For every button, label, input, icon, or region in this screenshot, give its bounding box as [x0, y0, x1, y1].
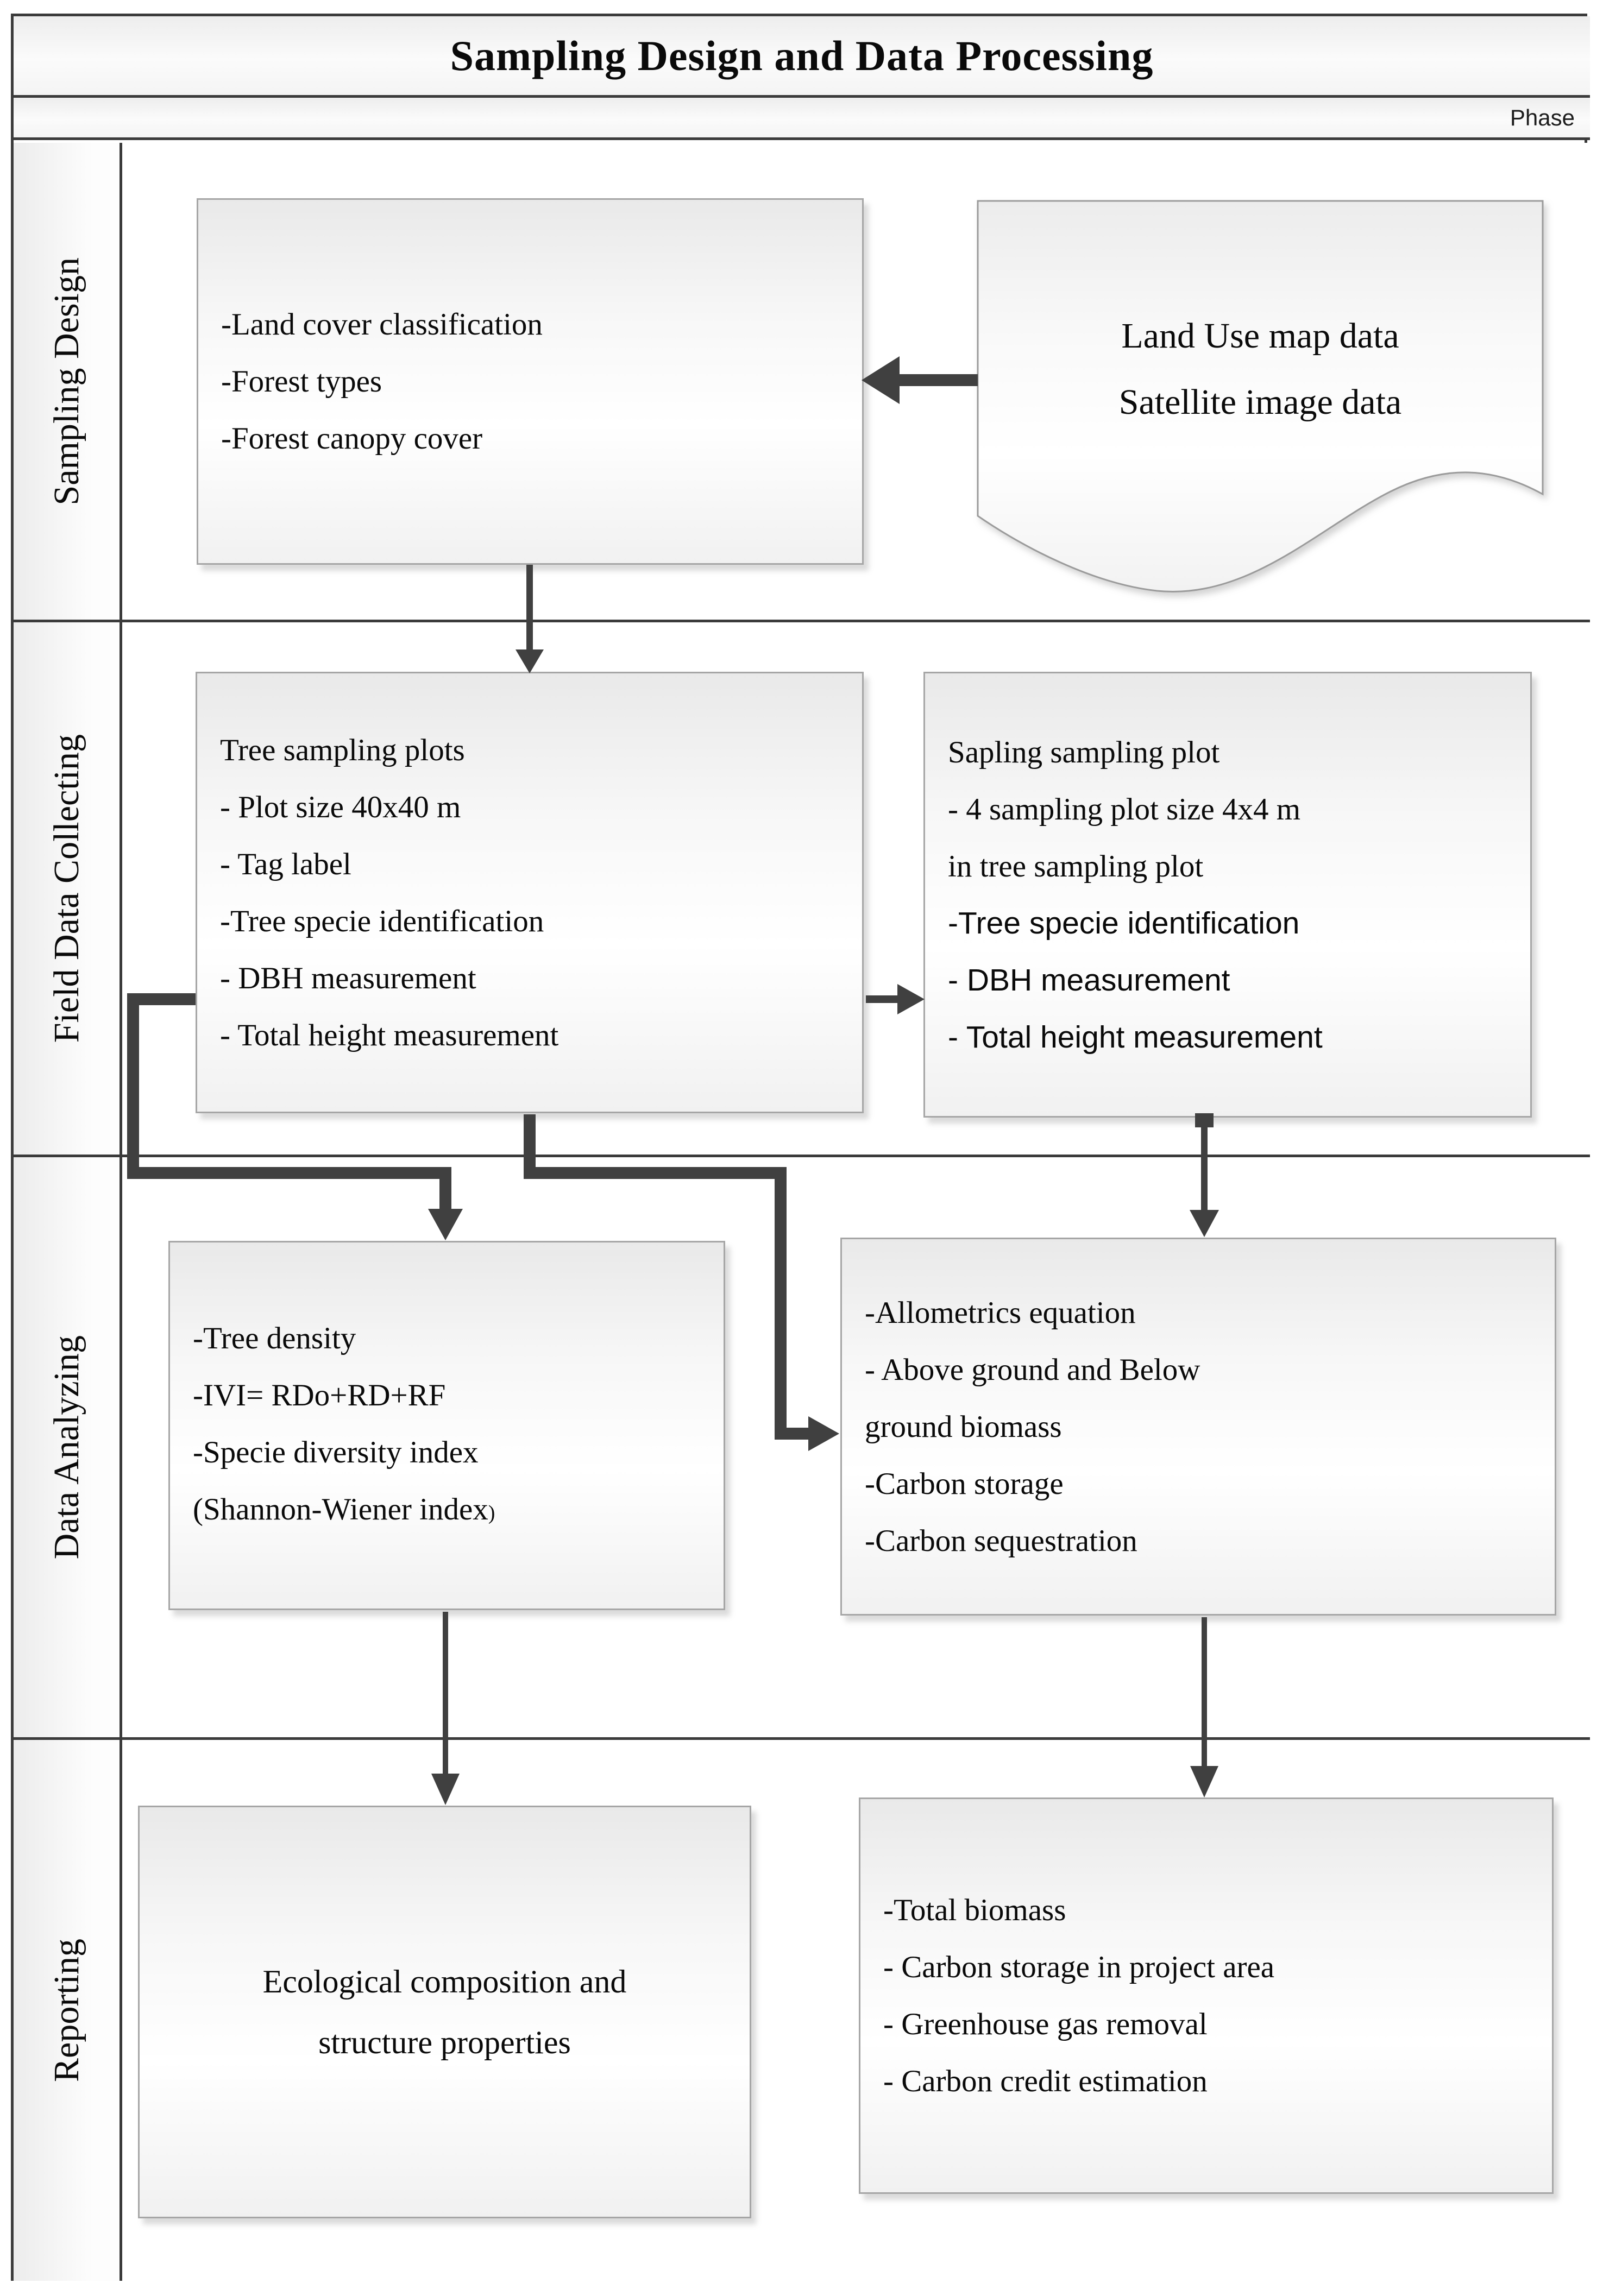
box-line: - Tag label: [220, 847, 351, 881]
box-line-text: (Shannon-Wiener index: [193, 1492, 488, 1527]
box-line: -Specie diversity index: [193, 1435, 479, 1469]
box-line: -Tree specie identification: [220, 904, 544, 938]
box-line: - Plot size 40x40 m: [220, 790, 461, 824]
lane-label-cell: Data Analyzing: [14, 1157, 122, 1737]
lane-label-cell: Reporting: [14, 1740, 122, 2281]
carbon-report-box: -Total biomass - Carbon storage in proje…: [859, 1797, 1554, 2194]
box-line: -Forest types: [221, 364, 382, 399]
box-line: -IVI= RDo+RD+RF: [193, 1378, 446, 1412]
box-line: -Tree specie identification: [948, 905, 1300, 941]
box-line: Tree sampling plots: [220, 733, 465, 767]
box-line: structure properties: [318, 2024, 571, 2060]
box-line: -Carbon storage: [865, 1466, 1064, 1501]
lane-label-data-analyzing: Data Analyzing: [46, 1335, 86, 1560]
phase-label: Phase: [1510, 104, 1575, 130]
box-line: Ecological composition and: [262, 1964, 627, 1999]
lane-label-reporting: Reporting: [46, 1939, 86, 2082]
box-line: - 4 sampling plot size 4x4 m: [948, 792, 1301, 827]
box-line: - DBH measurement: [948, 962, 1230, 998]
phase-band: Phase: [14, 98, 1590, 140]
carbon-analysis-box: -Allometrics equation - Above ground and…: [840, 1238, 1556, 1616]
box-line: -Forest canopy cover: [221, 421, 483, 456]
ecological-analysis-box: -Tree density -IVI= RDo+RD+RF -Specie di…: [168, 1241, 725, 1610]
box-line: -Total biomass: [883, 1893, 1066, 1927]
box-line: - Greenhouse gas removal: [883, 2007, 1208, 2041]
land-use-data-doc: Land Use map data Satellite image data: [977, 200, 1544, 619]
tree-sampling-plots-box: Tree sampling plots - Plot size 40x40 m …: [196, 672, 864, 1113]
box-line: (Shannon-Wiener index): [193, 1481, 495, 1542]
document-shape: [977, 200, 1544, 592]
box-line: ground biomass: [865, 1409, 1062, 1444]
box-line: - Carbon credit estimation: [883, 2064, 1208, 2098]
box-line: - Total height measurement: [948, 1019, 1323, 1055]
doc-line: Satellite image data: [1118, 382, 1402, 422]
box-line: in tree sampling plot: [948, 849, 1204, 884]
title-band: Sampling Design and Data Processing: [14, 16, 1590, 98]
box-line: -Allometrics equation: [865, 1295, 1136, 1330]
box-line: -Tree density: [193, 1321, 356, 1355]
sapling-sampling-plot-box: Sapling sampling plot - 4 sampling plot …: [923, 672, 1532, 1118]
lane-label-field-data-collecting: Field Data Collecting: [46, 734, 86, 1043]
ecological-report-box: Ecological composition and structure pro…: [138, 1806, 751, 2218]
sampling-criteria-box: -Land cover classification -Forest types…: [197, 198, 864, 565]
box-line: -Land cover classification: [221, 307, 543, 342]
box-line: -Carbon sequestration: [865, 1523, 1137, 1558]
doc-line: Land Use map data: [1121, 316, 1399, 356]
box-line: - Carbon storage in project area: [883, 1950, 1275, 1984]
box-line: Sapling sampling plot: [948, 735, 1220, 769]
box-line: - Total height measurement: [220, 1018, 559, 1052]
page-title: Sampling Design and Data Processing: [450, 31, 1154, 79]
box-line: - Above ground and Below: [865, 1352, 1200, 1387]
small-paren: ): [488, 1501, 495, 1524]
lane-label-sampling-design: Sampling Design: [46, 257, 86, 506]
lane-label-cell: Field Data Collecting: [14, 622, 122, 1155]
lane-label-cell: Sampling Design: [14, 143, 122, 620]
box-line: - DBH measurement: [220, 961, 476, 995]
document-text: Land Use map data Satellite image data: [978, 201, 1543, 505]
